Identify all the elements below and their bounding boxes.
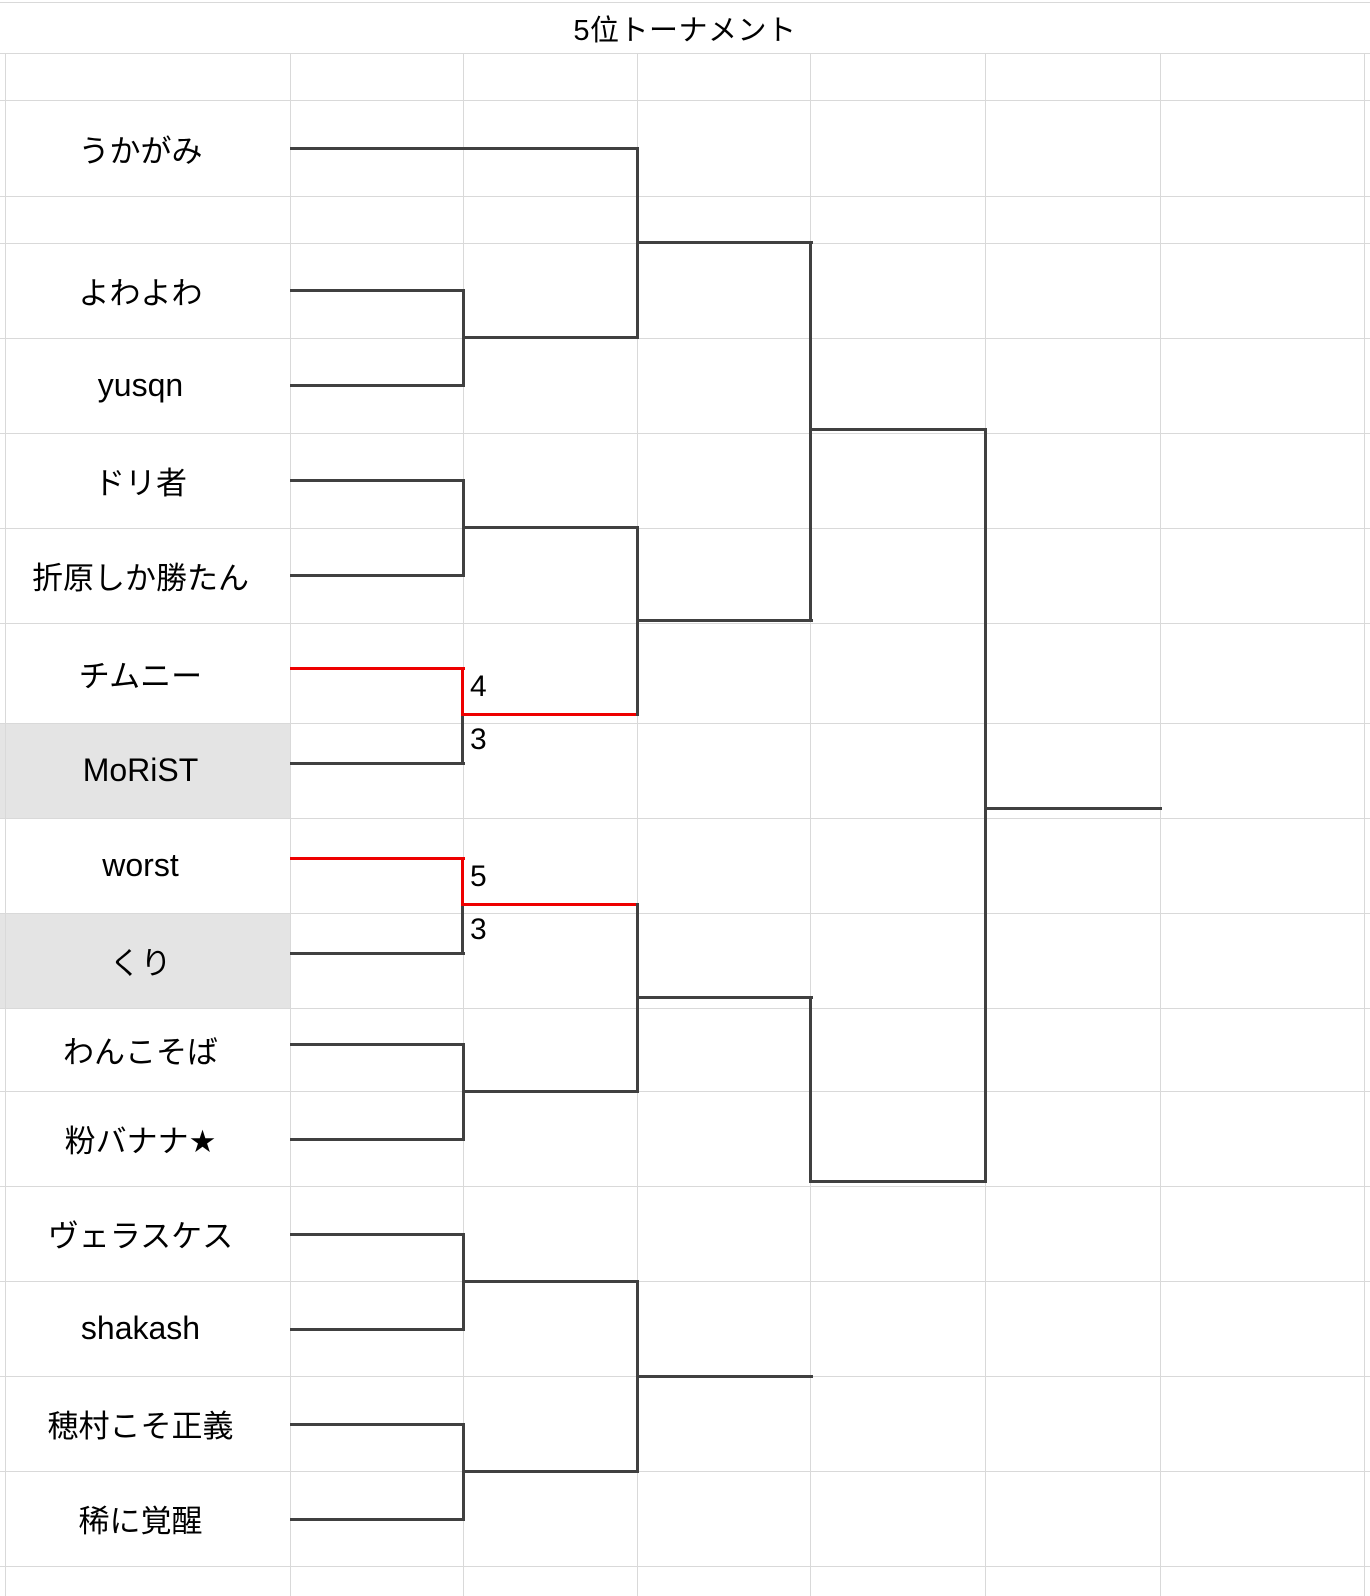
gridline-h xyxy=(0,1471,1370,1472)
bracket-line-shakash xyxy=(290,1328,465,1331)
gridline-h xyxy=(0,338,1370,339)
bracket-advance-upper-r2 xyxy=(636,241,813,244)
gridline-v xyxy=(1160,53,1161,1596)
gridline-h xyxy=(0,1566,1370,1567)
seed-label-orihara: 折原しか勝たん xyxy=(32,561,249,596)
bracket-line-orihara xyxy=(290,574,465,577)
page-title-text: 5位トーナメント xyxy=(573,15,797,47)
bracket-advance-velasquez-shakash xyxy=(462,1280,639,1283)
row-shade-kuri xyxy=(0,913,290,1008)
bracket-advance-lower-r3 xyxy=(809,1180,987,1183)
bracket-line-yowayowa xyxy=(290,289,465,292)
seed-label-dorisha: ドリ者 xyxy=(94,466,187,501)
bracket-advance-mid-r2 xyxy=(636,619,813,622)
bracket-join-worst-kuri-lower xyxy=(461,904,464,955)
gridline-h xyxy=(0,1008,1370,1009)
bracket-advance-lower-r2a xyxy=(636,996,813,999)
gridline-v xyxy=(810,53,811,1596)
seed-label-velasquez: ヴェラスケス xyxy=(47,1219,234,1254)
seed-label-chimney: チムニー xyxy=(78,658,203,694)
bracket-advance-dorisha-orihara xyxy=(462,526,639,529)
gridline-h xyxy=(0,528,1370,529)
bracket-line-yusqn xyxy=(290,384,465,387)
bracket-line-worst-winner xyxy=(290,857,465,860)
gridline-h xyxy=(0,196,1370,197)
gridline-v xyxy=(5,53,6,1596)
bracket-join-chimney-morist-lower xyxy=(461,714,464,765)
seed-label-mareni: 稀に覚醒 xyxy=(78,1504,203,1539)
gridline-h xyxy=(0,1186,1370,1187)
gridline-h xyxy=(0,723,1370,724)
seed-label-worst: worst xyxy=(102,847,179,883)
bracket-line-ukagami xyxy=(290,147,639,150)
gridline-v xyxy=(1364,53,1365,1596)
gridline-h xyxy=(0,53,1370,54)
gridline-v xyxy=(463,53,464,1596)
bracket-line-homura xyxy=(290,1423,465,1426)
gridline-h xyxy=(0,433,1370,434)
seed-label-yowayowa: よわよわ xyxy=(78,276,203,311)
gridline-v xyxy=(290,53,291,1596)
bracket-advance-chimney xyxy=(461,713,639,716)
bracket-join-final xyxy=(984,428,987,1183)
bracket-line-kuri xyxy=(290,952,465,955)
gridline-h xyxy=(0,623,1370,624)
page-title: 5位トーナメント xyxy=(0,3,1370,53)
bracket-line-mareni xyxy=(290,1518,465,1521)
bracket-advance-lower-r2b xyxy=(636,1375,813,1378)
gridline-h xyxy=(0,818,1370,819)
seed-label-konabanana: 粉バナナ★ xyxy=(64,1124,217,1159)
gridline-h xyxy=(0,1281,1370,1282)
seed-label-morist: MoRiST xyxy=(82,752,199,788)
score-morist: 3 xyxy=(470,723,487,756)
bracket-advance-homura-mareni xyxy=(462,1470,639,1473)
seed-label-homura: 穂村こそ正義 xyxy=(47,1409,234,1444)
seed-label-kuri: くり xyxy=(109,946,172,981)
row-shade-morist xyxy=(0,723,290,818)
bracket-line-morist xyxy=(290,762,465,765)
seed-label-wankosoba: わんこそば xyxy=(63,1035,218,1070)
score-kuri: 3 xyxy=(470,913,487,946)
score-worst: 5 xyxy=(470,860,487,893)
seed-label-shakash: shakash xyxy=(80,1310,201,1346)
bracket-advance-final-champion xyxy=(984,807,1162,810)
bracket-advance-worst xyxy=(461,903,639,906)
bracket-line-velasquez xyxy=(290,1233,465,1236)
gridline-h xyxy=(0,100,1370,101)
gridline-h xyxy=(0,913,1370,914)
bracket-line-konabanana xyxy=(290,1138,465,1141)
bracket-advance-yowayowa-yusqn xyxy=(462,336,639,339)
gridline-v xyxy=(637,53,638,1596)
score-chimney: 4 xyxy=(470,670,487,703)
bracket-line-wankosoba xyxy=(290,1043,465,1046)
bracket-join-upper-r3 xyxy=(809,241,812,622)
bracket-join-worst-kuri-upper xyxy=(461,857,464,906)
gridline-h xyxy=(0,2,1370,3)
bracket-line-dorisha xyxy=(290,479,465,482)
seed-label-ukagami: うかがみ xyxy=(78,133,203,169)
bracket-join-chimney-morist-upper xyxy=(461,667,464,717)
gridline-h xyxy=(0,1091,1370,1092)
seed-label-yusqn: yusqn xyxy=(97,367,184,403)
bracket-advance-upper-r3 xyxy=(809,428,987,431)
bracket-join-lower-r3 xyxy=(809,996,812,1183)
bracket-advance-wankosoba-konabanana xyxy=(462,1090,639,1093)
bracket-line-chimney-winner xyxy=(290,667,465,670)
